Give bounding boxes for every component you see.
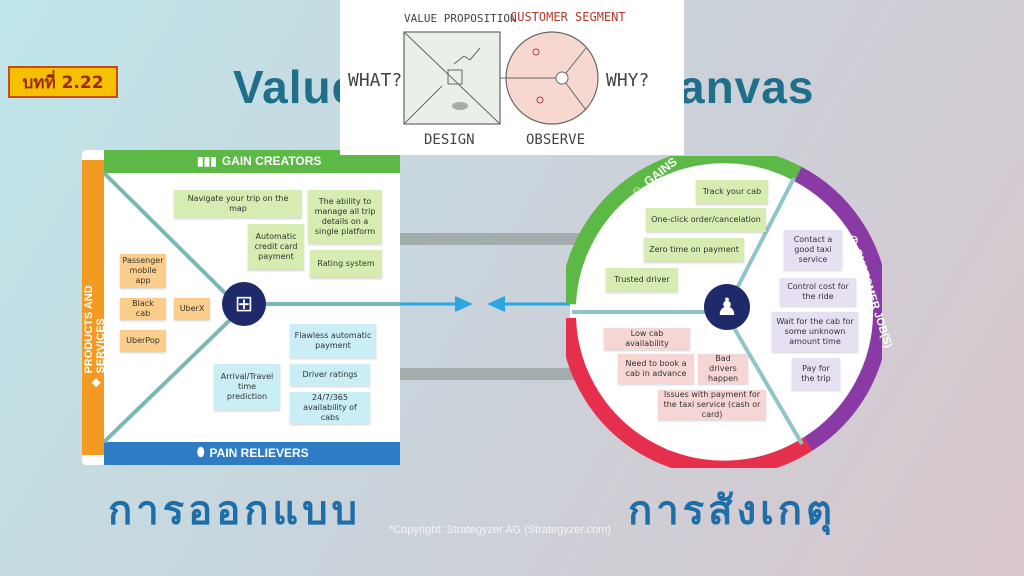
- pain-relievers-label: PAIN RELIEVERS: [209, 445, 309, 460]
- box-icon: ◆: [89, 378, 102, 387]
- gain-note: Zero time on payment: [644, 238, 744, 262]
- sketch-observe: OBSERVE: [526, 132, 586, 148]
- sketch-value-proposition: VALUE PROPOSITION: [404, 12, 517, 25]
- sketch-customer-segment: CUSTOMER SEGMENT: [510, 10, 626, 24]
- thai-caption-design: การออกแบบ: [108, 488, 361, 534]
- clock-icon: ◷: [846, 233, 861, 247]
- lesson-badge: บทที่ 2.22: [8, 66, 118, 98]
- person-icon: ♟: [704, 284, 750, 330]
- products-label: PRODUCTS AND SERVICES: [83, 285, 107, 374]
- gain-creators-band: ▮▮▮ GAIN CREATORS: [197, 154, 321, 168]
- pain-relievers-band: ⬮ PAIN RELIEVERS: [197, 445, 309, 460]
- sketch-why: WHY?: [606, 70, 650, 91]
- sketch-overlay: VALUE PROPOSITION CUSTOMER SEGMENT WHAT?…: [340, 0, 684, 155]
- pain-note: Low cab availability: [604, 328, 690, 350]
- value-map: ▮▮▮ GAIN CREATORS ⬮ PAIN RELIEVERS ◆ PRO…: [82, 150, 400, 465]
- sketch-drawing: [403, 31, 599, 125]
- pill-icon: ⬮: [197, 445, 205, 459]
- pain-reliever-note: Flawless automatic payment: [290, 324, 376, 358]
- gain-creator-note: Automatic credit card payment: [248, 224, 304, 270]
- pain-note: Need to book a cab in advance: [618, 354, 694, 384]
- customer-profile: ☺ GAINS ☹ PAINS ◷ CUSTOMER JOB(S) ♟ Trac…: [566, 154, 895, 468]
- pain-reliever-note: 24/7/365 availability of cabs: [290, 392, 370, 424]
- gain-note: Track your cab: [696, 180, 768, 204]
- product-note: Black cab: [120, 298, 166, 320]
- pain-note: Bad drivers happen: [698, 354, 748, 384]
- pain-reliever-note: Driver ratings: [290, 364, 370, 386]
- sketch-what: WHAT?: [348, 70, 403, 91]
- job-note: Contact a good taxi service: [784, 230, 842, 270]
- thai-caption-observe: การสังเกตุ: [628, 488, 836, 534]
- gain-creator-note: Rating system: [310, 250, 382, 278]
- gift-icon: ⊞: [222, 282, 266, 326]
- products-band: ◆ PRODUCTS AND SERVICES: [83, 237, 107, 387]
- product-note: Passenger mobile app: [120, 254, 166, 288]
- page-title-left: Value: [233, 61, 359, 113]
- bar-chart-icon: ▮▮▮: [197, 154, 217, 168]
- job-note: Wait for the cab for some unknown amount…: [772, 312, 858, 352]
- job-note: Control cost for the ride: [780, 278, 856, 306]
- copyright-text: *Copyright: Strategyzer AG (Strategyzer.…: [389, 524, 611, 536]
- pain-reliever-note: Arrival/Travel time prediction: [214, 364, 280, 410]
- gain-note: One-click order/cancelation: [646, 208, 766, 232]
- gain-creator-note: Navigate your trip on the map: [174, 190, 302, 218]
- product-note: UberPop: [120, 330, 166, 352]
- pain-note: Issues with payment for the taxi service…: [658, 390, 766, 420]
- sketch-design: DESIGN: [424, 132, 475, 148]
- gain-creator-note: The ability to manage all trip details o…: [308, 190, 382, 244]
- product-note: UberX: [174, 298, 210, 320]
- gain-creators-label: GAIN CREATORS: [221, 154, 322, 168]
- job-note: Pay for the trip: [792, 358, 840, 390]
- gain-note: Trusted driver: [606, 268, 678, 292]
- page-title-right: anvas: [679, 61, 815, 113]
